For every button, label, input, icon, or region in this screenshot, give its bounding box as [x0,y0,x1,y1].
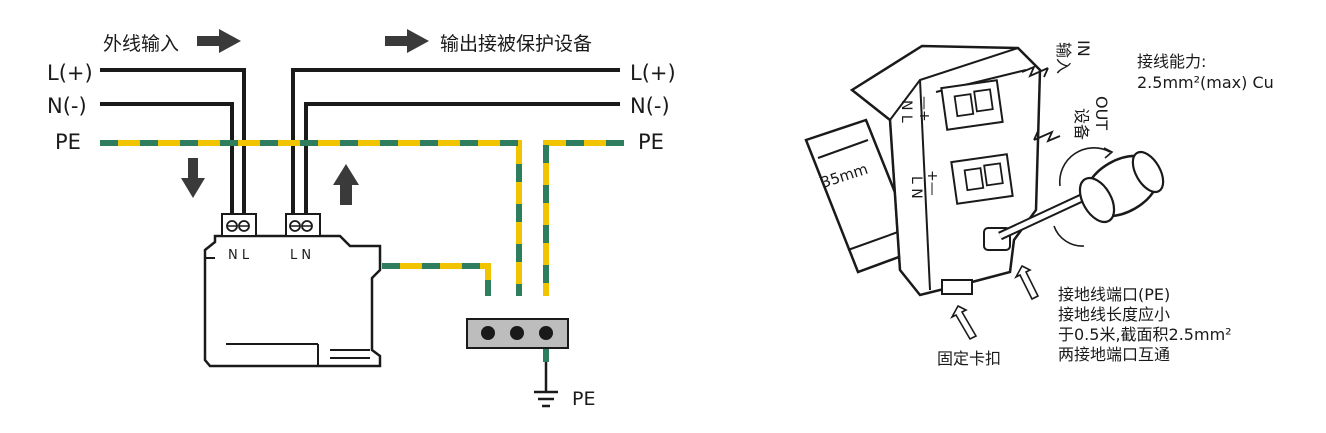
ground-pe-label: PE [572,388,595,410]
clip-pointer-icon [950,304,978,341]
pe-note-line-3: 于0.5米,截面积2.5mm² [1058,325,1232,344]
left-wiring-diagram: 外线输入 输出接被保护设备 L(+) N(-) PE L(+) N(-) PE [47,29,676,410]
capacity-value: 2.5mm²(max) Cu [1137,73,1274,92]
pe-note-line-1: 接地线端口(PE) [1058,285,1170,304]
output-l-wire [291,68,620,215]
right-pe-label: PE [638,130,664,154]
din-rail: 35mm [804,118,920,274]
pe-pointer-icon [1014,264,1040,301]
out-arrow-icon [1033,130,1061,143]
left-n-label: N(-) [47,94,87,118]
pe-note-line-2: 接地线长度应小 [1058,305,1170,324]
in-arrow-icon [1021,65,1049,78]
right-n-label: N(-) [630,94,670,118]
clip-label: 固定卡扣 [937,349,1001,368]
terminal-out-label: L N [290,248,311,263]
capacity-title: 接线能力: [1137,52,1206,71]
spd-base-detail [226,343,370,366]
input-terminal [221,213,257,237]
out-ln-label: L N [908,176,924,199]
input-n-wire [100,102,234,215]
screwdriver-icon [998,147,1165,247]
in-cn-label: 输入 [1054,42,1073,74]
ground-icon [534,362,558,408]
in-en-label: IN [1074,40,1093,57]
terminal-in-label: N L [228,248,250,263]
output-terminal [285,213,321,237]
out-en-label: OUT [1092,96,1111,130]
out-polarity-label: +— [924,170,940,196]
mounting-clip [941,279,973,295]
input-arrow-icon [197,29,241,53]
right-l-label: L(+) [630,61,676,85]
left-l-label: L(+) [47,61,93,85]
input-label: 外线输入 [103,33,179,55]
in-polarity-label: —+ [916,96,932,122]
left-pe-label: PE [55,130,81,154]
in-nl-label: N L [898,100,914,123]
output-n-wire [304,102,620,215]
output-label: 输出接被保护设备 [440,33,592,55]
grounding-bar [466,318,569,349]
spd-device-body [203,234,382,368]
output-arrow-icon [385,29,429,53]
pe-line [100,140,624,362]
pe-note-line-4: 两接地端口互通 [1058,345,1170,364]
down-arrow-icon [181,158,205,198]
device-housing [849,44,1042,297]
right-device-diagram: 35mm —+ N L +— L N IN 输入 OU [804,40,1274,368]
out-cn-label: 设备 [1072,108,1091,140]
up-arrow-icon [333,164,359,205]
input-l-wire [100,68,246,215]
